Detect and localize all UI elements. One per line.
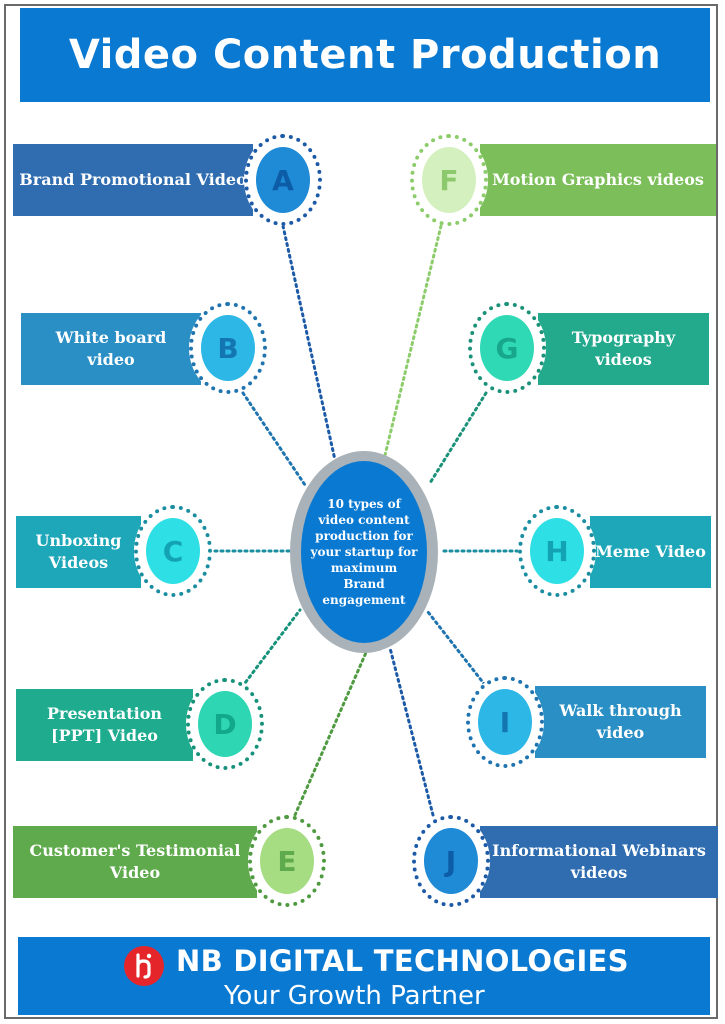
item-bar-b: White board video (21, 313, 201, 385)
item-letter-d: D (198, 691, 252, 757)
item-bar-h: Meme Video (590, 516, 711, 588)
item-ring-f: F (410, 134, 488, 226)
item-label-e: Customer's Testimonial (29, 841, 241, 860)
item-bar-g: Typography videos (538, 313, 709, 385)
item-letter-e: E (260, 828, 314, 894)
item-label-g: videos (595, 350, 652, 369)
item-label-b: White board (55, 328, 167, 347)
item-label-j: videos (570, 863, 628, 882)
item-letter-j: J (424, 828, 478, 894)
item-label-d: Presentation (47, 704, 162, 723)
item-ring-d: D (186, 678, 264, 770)
brand-logo (124, 946, 164, 986)
connector-line-j (388, 646, 435, 817)
item-bar-a: Brand Promotional Video (13, 144, 253, 216)
page-title: Video Content Production (68, 32, 662, 78)
item-ring-j: J (412, 815, 490, 907)
item-bar-j: Informational Webinars videos (480, 826, 718, 898)
connector-line-b (241, 391, 307, 487)
item-label-h: Meme Video (595, 542, 706, 561)
item-label-g: Typography (571, 328, 676, 347)
item-label-b: video (87, 350, 135, 369)
connector-line-a (281, 224, 337, 462)
item-label-c: Videos (48, 553, 109, 572)
title-banner: Video Content Production (20, 8, 710, 102)
connector-line-i (426, 610, 487, 687)
connector-line-g (428, 391, 488, 485)
page-frame (4, 4, 718, 1019)
item-bar-f: Motion Graphics videos (480, 144, 716, 216)
item-label-i: Walk through (559, 701, 682, 720)
item-letter-g: G (480, 315, 534, 381)
item-ring-e: E (248, 815, 326, 907)
item-ring-g: G (468, 302, 546, 394)
connector-line-f (383, 224, 443, 457)
item-letter-c: C (146, 518, 200, 584)
item-ring-a: A (244, 134, 322, 226)
item-label-f: Motion Graphics videos (492, 170, 704, 189)
center-hub-text: 10 types of video content production for… (310, 497, 418, 607)
item-label-e: Video (109, 863, 161, 882)
center-hub-disc: 10 types of video content production for… (301, 461, 427, 643)
item-label-i: video (596, 723, 645, 742)
item-label-a: Brand Promotional Video (19, 170, 247, 189)
item-label-c: Unboxing (35, 531, 122, 550)
item-letter-a: A (256, 147, 310, 213)
item-label-d: [PPT] Video (51, 726, 158, 745)
item-label-j: Informational Webinars (492, 841, 706, 860)
item-ring-h: H (518, 505, 596, 597)
item-letter-h: H (530, 518, 584, 584)
brand-name: NB DIGITAL TECHNOLOGIES (176, 944, 629, 978)
item-ring-b: B (189, 302, 267, 394)
item-ring-c: C (134, 505, 212, 597)
item-letter-i: I (478, 689, 532, 755)
connector-line-e (293, 646, 370, 817)
item-ring-i: I (466, 676, 544, 768)
center-hub: 10 types of video content production for… (290, 451, 438, 653)
item-letter-b: B (201, 315, 255, 381)
item-bar-i: Walk through video (535, 686, 706, 758)
brand-tagline: Your Growth Partner (224, 981, 485, 1011)
item-bar-d: Presentation [PPT] Video (16, 689, 193, 761)
connector-line-d (240, 608, 302, 689)
item-letter-f: F (422, 147, 476, 213)
